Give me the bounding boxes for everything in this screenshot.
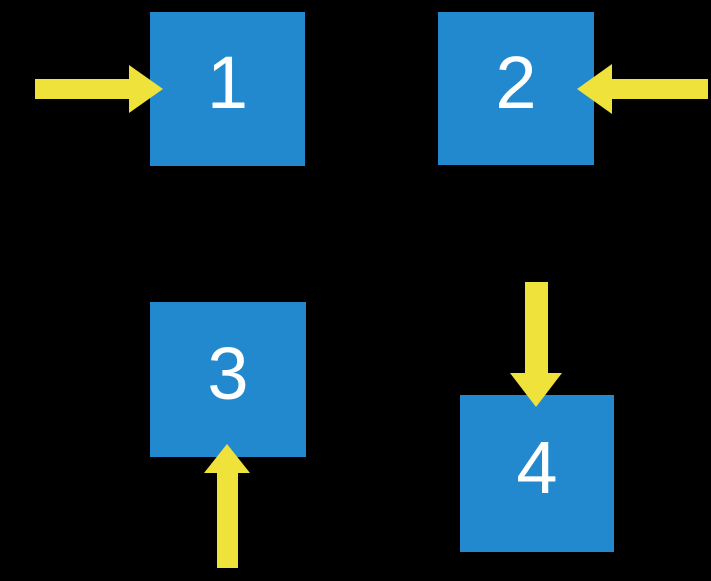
left-arrow-icon — [577, 64, 612, 114]
down-arrow-icon — [525, 282, 548, 374]
numbered-box-1: 1 — [150, 12, 305, 166]
left-arrow-icon — [611, 79, 708, 99]
up-arrow-icon — [204, 444, 250, 473]
box-2-label: 2 — [495, 40, 537, 124]
right-arrow-icon — [35, 79, 130, 99]
up-arrow-icon — [217, 472, 238, 568]
right-arrow-icon — [129, 65, 163, 113]
down-arrow-icon — [510, 373, 562, 407]
box-1-label: 1 — [206, 41, 249, 124]
box-3-label: 3 — [207, 331, 249, 415]
numbered-box-3: 3 — [150, 302, 306, 457]
numbered-box-2: 2 — [438, 12, 594, 165]
box-4-label: 4 — [516, 425, 558, 509]
numbered-box-4: 4 — [460, 395, 614, 552]
